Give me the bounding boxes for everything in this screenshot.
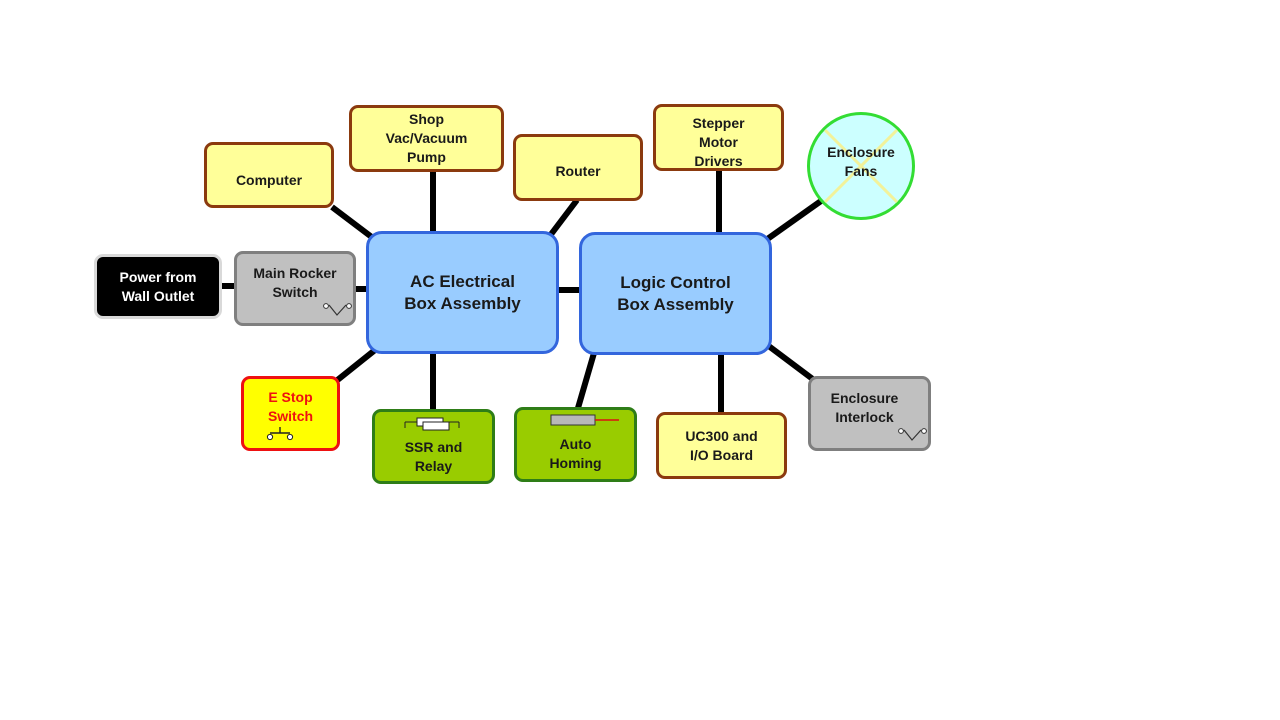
switch-symbol-icon [898, 428, 927, 441]
limit-switch-symbol-icon [550, 414, 619, 426]
uc300-io-board-node: UC300 and I/O Board [656, 412, 787, 479]
stepper-drivers-node: Stepper Motor Drivers [653, 104, 784, 171]
router-node: Router [513, 134, 643, 201]
logic-control-box-label: Logic Control Box Assembly [617, 272, 734, 314]
connector-homing-logic [575, 352, 597, 409]
connector-computer-ac [330, 204, 375, 241]
ssr-relay-node: SSR and Relay [372, 409, 495, 484]
enclosure-fans-label: Enclosure Fans [827, 144, 895, 179]
shop-vac-node: Shop Vac/Vacuum Pump [349, 105, 504, 172]
ac-electrical-box: AC Electrical Box Assembly [366, 231, 559, 354]
enclosure-interlock-node: Enclosure Interlock [808, 376, 931, 451]
e-stop-switch-node: E Stop Switch [241, 376, 340, 451]
enclosure-interlock-label: Enclosure Interlock [830, 389, 899, 425]
connector-fans-logic [764, 198, 823, 243]
power-wall-outlet-node: Power from Wall Outlet [94, 254, 222, 319]
connector-estop-ac [333, 347, 377, 385]
logic-control-box: Logic Control Box Assembly [579, 232, 772, 355]
main-rocker-switch-node: Main Rocker Switch [234, 251, 356, 326]
connector-interlock-logic [764, 341, 816, 383]
power-wall-outlet-label: Power from Wall Outlet [119, 268, 197, 304]
switch-symbol-icon [323, 303, 352, 316]
main-rocker-switch-label: Main Rocker Switch [253, 264, 337, 300]
fan-cross-icon [822, 127, 900, 205]
computer-node: Computer [204, 142, 334, 208]
uc300-io-board-label: UC300 and I/O Board [685, 427, 758, 463]
relay-symbol-icon [404, 417, 460, 431]
auto-homing-label: Auto Homing [549, 435, 602, 471]
connector-router-ac [546, 198, 580, 239]
shop-vac-label: Shop Vac/Vacuum Pump [385, 111, 468, 165]
computer-label: Computer [235, 171, 303, 188]
e-stop-switch-label: E Stop Switch [267, 388, 314, 424]
auto-homing-node: Auto Homing [514, 407, 637, 482]
push-button-symbol-icon [266, 427, 294, 441]
ac-electrical-box-label: AC Electrical Box Assembly [404, 271, 521, 313]
enclosure-fans-node: Enclosure Fans [807, 112, 915, 220]
stepper-drivers-label: Stepper Motor Drivers [692, 115, 745, 169]
router-label: Router [555, 163, 601, 179]
ssr-relay-label: SSR and Relay [404, 438, 463, 474]
